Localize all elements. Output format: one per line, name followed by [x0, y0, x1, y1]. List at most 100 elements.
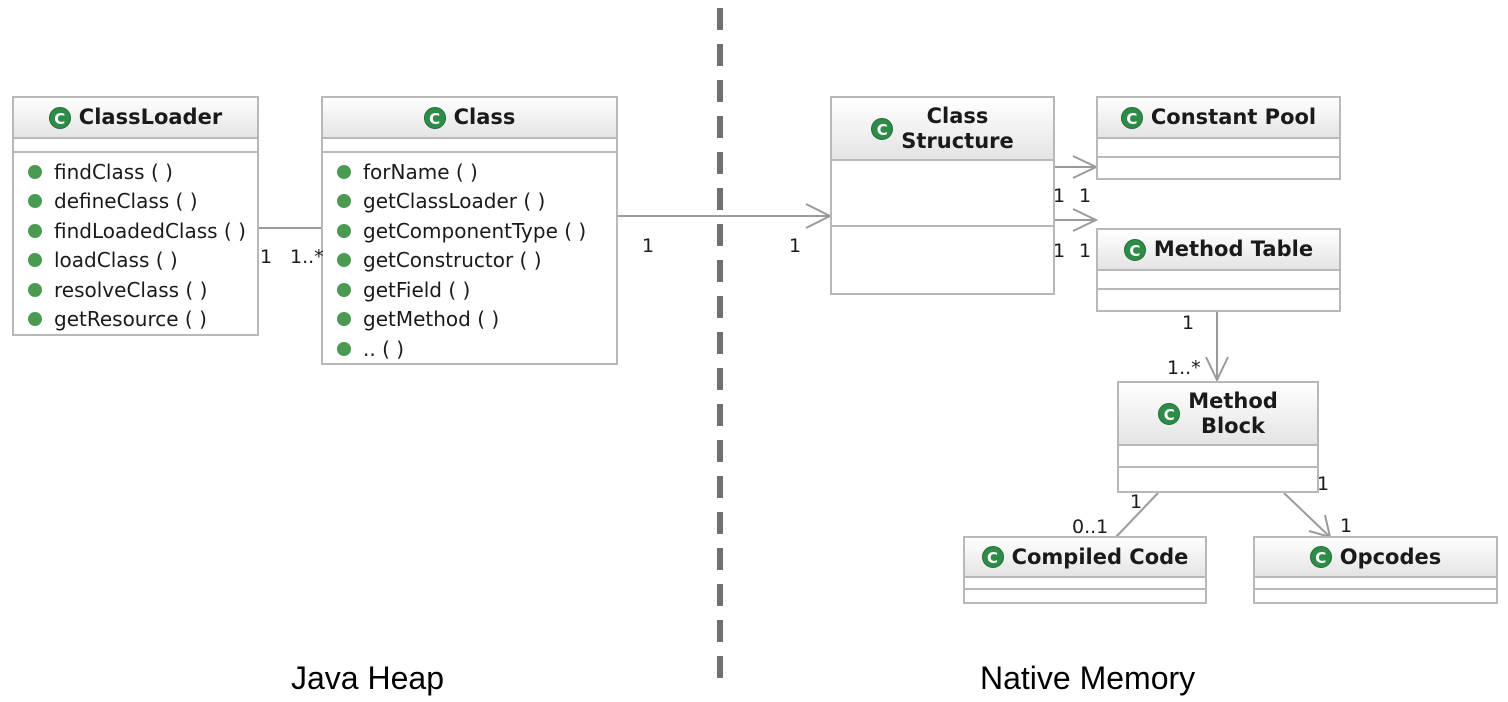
public-method-icon: [28, 253, 42, 268]
title-line: Structure: [901, 128, 1014, 153]
public-method-icon: [337, 341, 351, 356]
title-line: Method: [1188, 388, 1278, 413]
method-name: getConstructor ( ): [363, 248, 542, 273]
method-name: getResource ( ): [54, 307, 207, 332]
class-icon: C: [871, 117, 894, 140]
classloader-header: C ClassLoader: [14, 98, 257, 139]
compiled-code-operations: [965, 590, 1205, 602]
class-header: C Class: [323, 98, 616, 139]
public-method-icon: [28, 194, 42, 209]
method-table-header: C Method Table: [1098, 230, 1339, 271]
method-name: findClass ( ): [54, 159, 173, 184]
opcodes-operations: [1255, 590, 1496, 602]
class-icon: C: [1309, 546, 1332, 568]
native-memory-label: Native Memory: [980, 660, 1196, 696]
method-item: getConstructor ( ): [323, 246, 616, 276]
arrowhead-table-block: [1205, 356, 1229, 383]
class-structure-box: C Class Structure: [830, 96, 1055, 295]
opcodes-title: Opcodes: [1339, 544, 1442, 569]
compiled-code-title: Compiled Code: [1011, 544, 1189, 569]
method-item: getClassLoader ( ): [323, 187, 616, 217]
method-name: defineClass ( ): [54, 189, 198, 214]
class-attributes: [323, 139, 616, 153]
method-name: getComponentType ( ): [363, 218, 587, 243]
method-table-box: C Method Table: [1096, 228, 1341, 312]
multiplicity-label: 1..*: [1167, 357, 1201, 379]
java-heap-label: Java Heap: [291, 660, 444, 696]
multiplicity-label: 0..1: [1072, 516, 1109, 538]
method-item: loadClass ( ): [14, 246, 257, 276]
method-item: .. ( ): [323, 334, 616, 364]
multiplicity-label: 1: [642, 235, 655, 257]
association-block-compiled: [1115, 492, 1159, 538]
classloader-methods: findClass ( ) defineClass ( ) findLoaded…: [14, 153, 257, 334]
class-structure-operations: [832, 227, 1053, 293]
method-block-operations: [1119, 468, 1317, 489]
compiled-code-box: C Compiled Code: [963, 536, 1207, 604]
method-block-attributes: [1119, 446, 1317, 468]
class-icon: C: [1123, 238, 1146, 261]
class-methods: forName ( ) getClassLoader ( ) getCompon…: [323, 153, 616, 364]
method-name: resolveClass ( ): [54, 277, 208, 302]
constant-pool-attributes: [1098, 139, 1339, 158]
method-item: forName ( ): [323, 157, 616, 187]
class-icon: C: [981, 546, 1004, 568]
method-table-title: Method Table: [1153, 237, 1314, 261]
compiled-code-header: C Compiled Code: [965, 538, 1205, 578]
method-name: getClassLoader ( ): [363, 189, 546, 214]
classloader-attributes: [14, 139, 257, 153]
class-icon: C: [1158, 402, 1181, 425]
opcodes-attributes: [1255, 578, 1496, 590]
public-method-icon: [28, 282, 42, 297]
multiplicity-label: 1: [260, 246, 273, 268]
multiplicity-label: 1: [789, 235, 802, 257]
opcodes-box: C Opcodes: [1253, 536, 1498, 604]
method-item: getField ( ): [323, 275, 616, 305]
constant-pool-box: C Constant Pool: [1096, 96, 1341, 180]
multiplicity-label: 1: [1317, 473, 1330, 495]
method-item: findClass ( ): [14, 157, 257, 187]
class-icon: C: [1120, 106, 1143, 129]
method-name: getField ( ): [363, 277, 471, 302]
constant-pool-header: C Constant Pool: [1098, 98, 1339, 139]
method-name: findLoadedClass ( ): [54, 218, 246, 243]
arrowhead-structure-table: [1072, 208, 1099, 232]
class-class-box: C Class forName ( ) getClassLoader ( ) g…: [321, 96, 618, 365]
multiplicity-label: 1: [1053, 185, 1066, 207]
public-method-icon: [337, 282, 351, 297]
public-method-icon: [337, 312, 351, 327]
method-item: findLoadedClass ( ): [14, 216, 257, 246]
multiplicity-label: 1: [1130, 491, 1143, 513]
public-method-icon: [28, 164, 42, 179]
multiplicity-label: 1: [1079, 185, 1092, 207]
classloader-class-box: C ClassLoader findClass ( ) defineClass …: [12, 96, 259, 336]
method-block-title: Method Block: [1188, 389, 1278, 439]
method-name: .. ( ): [363, 336, 405, 361]
method-item: getMethod ( ): [323, 305, 616, 335]
multiplicity-label: 1: [1079, 240, 1092, 262]
class-icon: C: [48, 106, 71, 129]
constant-pool-operations: [1098, 158, 1339, 177]
multiplicity-label: 1..*: [290, 246, 324, 268]
method-item: getResource ( ): [14, 305, 257, 335]
multiplicity-label: 1: [1053, 240, 1066, 262]
compiled-code-attributes: [965, 578, 1205, 590]
public-method-icon: [28, 223, 42, 238]
constant-pool-title: Constant Pool: [1150, 105, 1317, 129]
method-item: getComponentType ( ): [323, 216, 616, 246]
method-table-attributes: [1098, 271, 1339, 290]
method-block-header: C Method Block: [1119, 383, 1317, 446]
multiplicity-label: 1: [1182, 312, 1195, 334]
public-method-icon: [337, 253, 351, 268]
method-block-box: C Method Block: [1117, 381, 1319, 493]
public-method-icon: [28, 312, 42, 327]
class-structure-header: C Class Structure: [832, 98, 1053, 161]
title-line: Block: [1200, 413, 1266, 438]
method-item: resolveClass ( ): [14, 275, 257, 305]
class-icon: C: [423, 106, 446, 129]
public-method-icon: [337, 164, 351, 179]
class-title: Class: [453, 105, 516, 129]
title-line: Class: [926, 103, 989, 128]
method-name: forName ( ): [363, 159, 478, 184]
